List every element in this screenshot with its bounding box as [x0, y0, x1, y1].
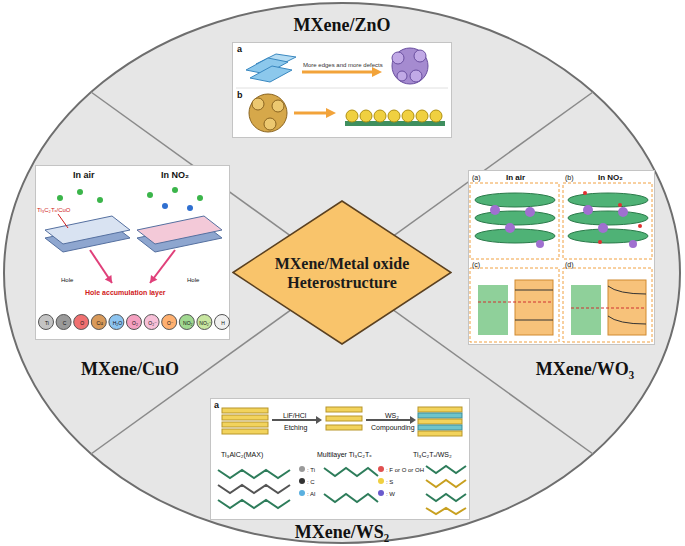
figure-inset: aMore edges and more defects b [232, 42, 452, 138]
figure-text: O₂ [126, 321, 144, 326]
figure-text: LiF/HCl [283, 412, 306, 419]
figure-text: H₂O [108, 321, 126, 326]
figure-text: Cu [91, 321, 109, 326]
figure-text: Multilayer Ti₃C₂Tₓ [317, 451, 372, 458]
figure-text: NO₂⁻ [196, 321, 214, 326]
figure-text: a [214, 401, 219, 410]
figure-text: : F or O or OH [386, 467, 424, 473]
figure-text: (b) [565, 174, 574, 181]
figure-text: Hole [61, 277, 73, 283]
sector-title: MXene/CuO [81, 360, 179, 378]
center-diamond: MXene/Metal oxide Heterostructure [232, 200, 452, 345]
figure-inset: aLiF/HClEtching WS₂ CompoundingTi₃AlC₂(MAX… [210, 398, 470, 520]
figure-text: Hole [187, 277, 199, 283]
figure-text: In air [506, 174, 525, 182]
sector-title: MXene/WO₃ [536, 360, 634, 378]
figure-text: : Al [307, 491, 315, 497]
figure-text: WS₂ [385, 412, 399, 419]
figure-text: : W [386, 491, 395, 497]
figure-text: (a) [472, 174, 481, 181]
figure-inset: (a) In air (b) In NO₂ (c) (d) [468, 170, 655, 345]
figure-text: (d) [565, 261, 574, 268]
outer-ellipse [4, 3, 680, 543]
figure-text: O⁻ [161, 321, 179, 326]
diamond-outline [232, 200, 452, 345]
figure-text: More edges and more defects [303, 62, 383, 68]
figure-text: In NO₂ [598, 174, 623, 182]
figure-text: Ti₃C₂Tₓ/WS₂ [413, 451, 452, 458]
figure-text: O₂⁻ [144, 321, 162, 326]
figure-text: C [56, 321, 74, 326]
figure-text: Hole accumulation layer [85, 289, 166, 296]
figure-text: : C [307, 479, 315, 485]
figure-text: O [73, 321, 91, 326]
figure-text: b [237, 91, 243, 100]
figure-text: Ti [38, 321, 56, 326]
figure-text: (c) [472, 261, 480, 268]
figure-text: In air [73, 171, 95, 180]
sector-title: MXene/WS₂ [295, 523, 389, 541]
figure-text: : S [386, 479, 393, 485]
center-title: MXene/Metal oxide Heterostructure [267, 254, 417, 292]
figure-text: Ti₃C₂Tₓ/CuO [37, 207, 71, 213]
figure-text: H [214, 321, 232, 326]
figure-inset: In air In NO₂ Ti₃C₂Tₓ/CuO Hole HoleHole accu… [35, 165, 230, 340]
figure-text: : Ti [307, 467, 315, 473]
figure-text: Compounding [371, 424, 415, 431]
sector-title: MXene/ZnO [294, 16, 391, 34]
figure-text: In NO₂ [161, 171, 189, 180]
figure-text: a [237, 45, 242, 54]
figure-text: Etching [284, 424, 307, 431]
figure-text: NO₂ [179, 321, 197, 326]
figure-text: Ti₃AlC₂(MAX) [221, 451, 263, 458]
diamond-shape [233, 201, 451, 344]
